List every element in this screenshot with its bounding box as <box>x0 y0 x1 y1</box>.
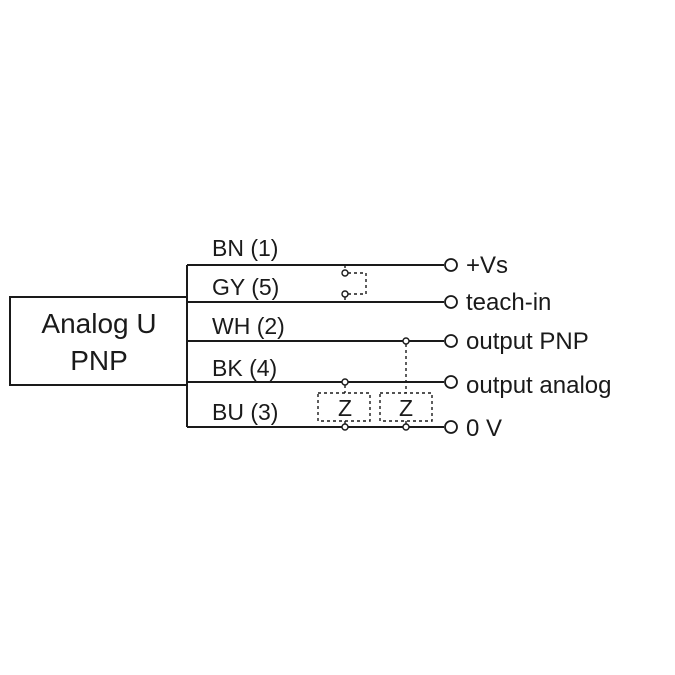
wh-junction-node <box>402 337 410 345</box>
teach-switch-node-bottom <box>341 290 349 298</box>
bu-node-left <box>341 423 349 431</box>
device-box <box>9 296 188 386</box>
load-z-analog-box <box>317 392 371 422</box>
device-label-line2: PNP <box>70 345 128 376</box>
terminal-label-vs: +Vs <box>466 252 508 279</box>
device-label-line1: Analog U <box>41 308 156 339</box>
wire-label-bn: BN (1) <box>212 235 278 261</box>
terminal-label-teach-in: teach-in <box>466 289 551 316</box>
terminal-vs <box>444 258 458 272</box>
terminal-output-analog <box>444 375 458 389</box>
wire-label-gy: GY (5) <box>212 274 279 300</box>
teach-switch-dashed-loop <box>348 272 367 295</box>
wire-label-bk: BK (4) <box>212 355 277 381</box>
terminal-teach-in <box>444 295 458 309</box>
terminal-label-output-analog: output analog <box>466 372 611 399</box>
terminal-label-output-pnp: output PNP <box>466 328 589 355</box>
terminal-output-pnp <box>444 334 458 348</box>
wire-label-wh: WH (2) <box>212 313 285 339</box>
bk-junction-node <box>341 378 349 386</box>
wire-label-bu: BU (3) <box>212 399 278 425</box>
load-z-pnp-label: Z <box>399 395 413 421</box>
teach-switch-node-top <box>341 269 349 277</box>
terminal-label-0v: 0 V <box>466 415 502 442</box>
terminal-0v <box>444 420 458 434</box>
load-z-analog-label: Z <box>338 395 352 421</box>
bu-node-right <box>402 423 410 431</box>
